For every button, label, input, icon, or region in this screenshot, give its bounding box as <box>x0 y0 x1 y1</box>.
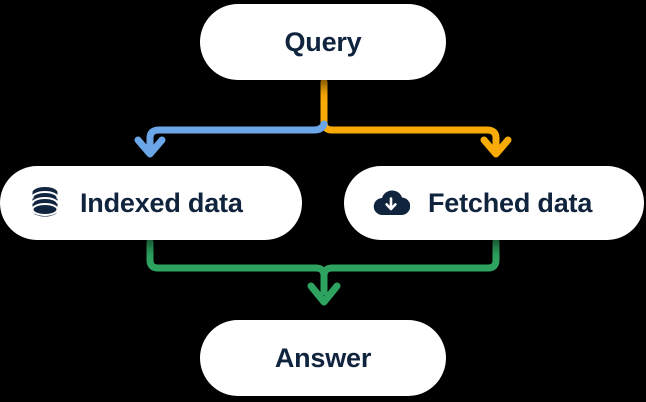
database-icon <box>28 185 62 221</box>
arrowhead-to-answer <box>307 282 341 306</box>
node-query[interactable]: Query <box>200 4 446 80</box>
connector-indexed-to-answer <box>146 238 328 296</box>
node-answer-label: Answer <box>274 342 372 373</box>
node-query-label: Query <box>284 26 362 57</box>
connector-fetched-to-answer <box>320 238 500 296</box>
cloud-download-icon <box>372 187 410 219</box>
node-indexed-data[interactable]: Indexed data <box>0 166 302 240</box>
node-fetched-data[interactable]: Fetched data <box>344 166 644 240</box>
node-indexed-data-label: Indexed data <box>80 187 243 218</box>
node-answer[interactable]: Answer <box>200 320 446 396</box>
connector-query-to-indexed <box>146 120 328 152</box>
arrowhead-query-to-fetched <box>480 136 512 158</box>
arrowhead-query-to-indexed <box>134 136 166 158</box>
node-fetched-data-label: Fetched data <box>428 187 593 218</box>
connector-query-to-fetched <box>320 78 500 152</box>
